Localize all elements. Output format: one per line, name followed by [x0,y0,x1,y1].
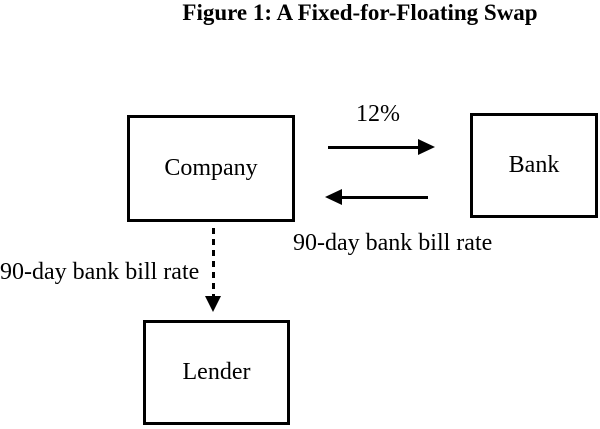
lender-payment-arrowhead-icon [205,296,221,312]
node-company-label: Company [164,155,258,181]
fixed-rate-label: 12% [356,101,400,127]
node-company: Company [127,115,295,222]
floating-rate-to-company-label: 90-day bank bill rate [293,230,493,256]
floating-rate-arrow-shaft [341,196,428,199]
lender-payment-dashed-arrow-shaft [212,228,215,296]
node-bank-label: Bank [508,152,560,178]
floating-rate-arrowhead-icon [325,189,342,205]
node-lender-label: Lender [182,359,251,385]
fixed-rate-arrowhead-icon [418,139,435,155]
figure-title: Figure 1: A Fixed-for-Floating Swap [182,0,538,25]
floating-rate-to-lender-label: 90-day bank bill rate [0,259,200,285]
node-bank: Bank [470,113,598,218]
fixed-rate-arrow-shaft [328,146,419,149]
node-lender: Lender [143,320,290,425]
